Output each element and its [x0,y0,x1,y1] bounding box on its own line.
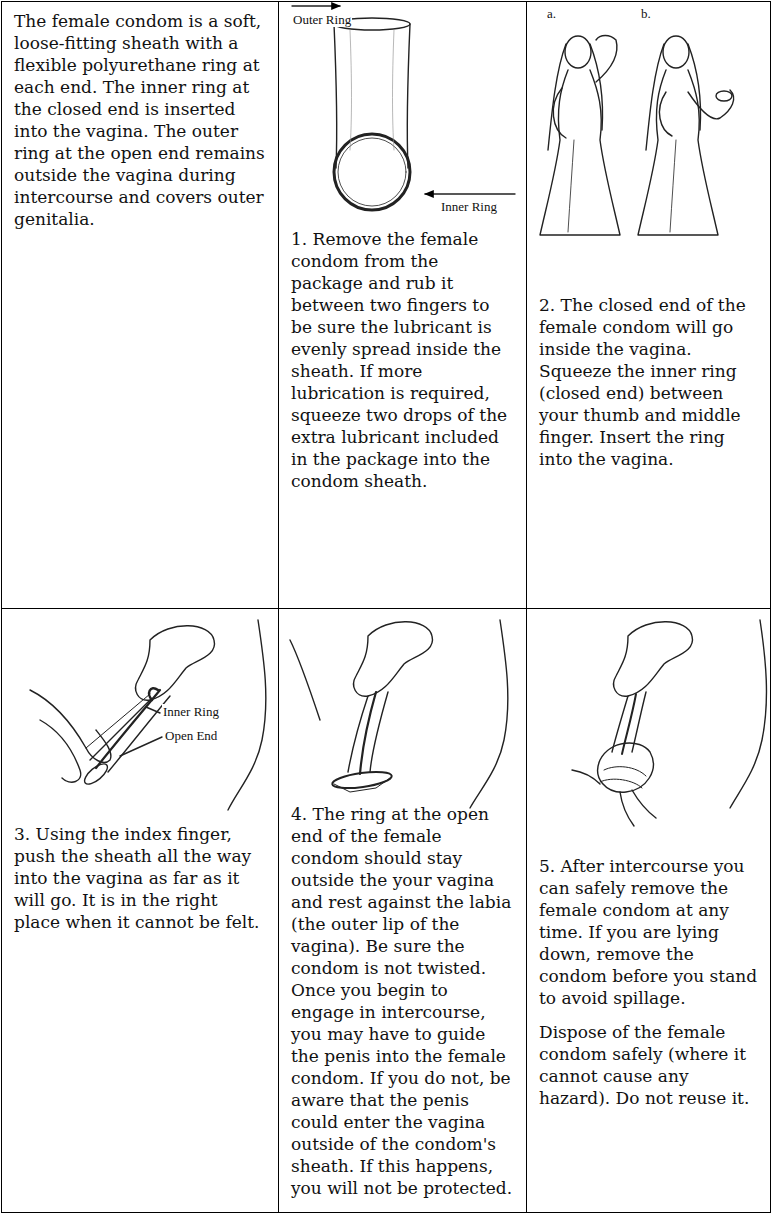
anatomy-insertion [30,620,266,810]
part-label: Open End [164,728,218,743]
woman-figure-b [638,36,734,235]
anatomy-in-place [290,620,508,808]
instruction-text: 1. Remove the female condom from the pac… [279,228,526,492]
leader-arrow [292,5,340,6]
instruction-text: 4. The ring at the open end of the femal… [279,803,526,1199]
instruction-cell: 4. The ring at the open end of the femal… [278,608,527,1213]
leader-line [146,707,160,713]
instruction-text: Dispose of the female condom safely (whe… [527,1021,770,1109]
instruction-cell: 2. The closed end of the female condom w… [526,1,771,609]
instruction-text: 3. Using the index finger, push the shea… [2,823,278,933]
part-label: Outer Ring [292,12,352,27]
part-label: b. [640,6,652,21]
instruction-cell: 3. Using the index finger, push the shea… [1,608,279,1213]
leader-arrow [425,193,515,194]
condom-figure [292,6,515,210]
part-label: Inner Ring [162,704,220,719]
instruction-text: 5. After intercourse you can safely remo… [527,855,770,1009]
instruction-cell: The female condom is a soft, loose-fitti… [1,1,279,609]
part-label: Inner Ring [440,199,498,214]
woman-figure-a [540,36,620,236]
part-label: a. [546,6,557,21]
anatomy-removal [572,620,766,826]
instruction-text: 2. The closed end of the female condom w… [527,294,770,470]
instruction-cell: 5. After intercourse you can safely remo… [526,608,771,1213]
leader-line [120,737,162,756]
instruction-cell: 1. Remove the female condom from the pac… [278,1,527,609]
instruction-text: The female condom is a soft, loose-fitti… [2,10,278,230]
